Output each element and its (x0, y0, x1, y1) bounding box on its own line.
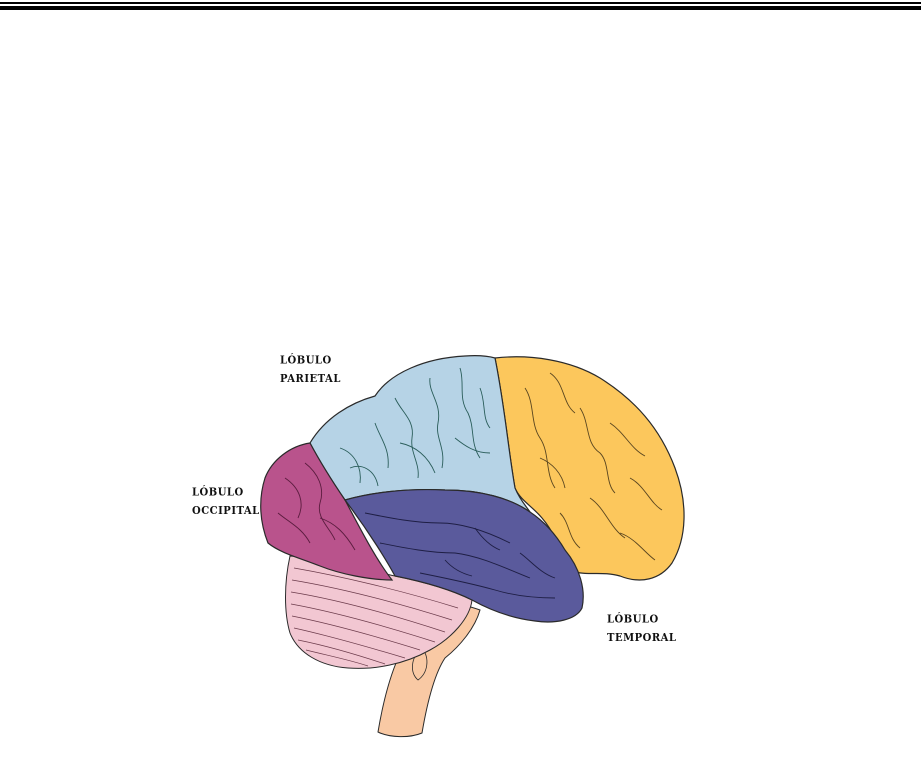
label-parietal-lobe: LÓBULO PARIETAL (280, 352, 341, 389)
label-occipital-line2: OCCIPITAL (192, 504, 260, 518)
temporal-lobe (343, 488, 584, 623)
label-occipital-lobe: LÓBULO OCCIPITAL (192, 484, 260, 521)
label-temporal-line1: LÓBULO (607, 613, 659, 626)
parietal-lobe (309, 355, 531, 513)
top-rule-thin (0, 2, 921, 4)
top-rule-thick (0, 6, 921, 10)
label-temporal-lobe: LÓBULO TEMPORAL (607, 611, 676, 648)
label-parietal-line1: LÓBULO (280, 354, 332, 367)
label-parietal-line2: PARIETAL (280, 372, 341, 386)
brain-diagram (190, 328, 720, 748)
label-temporal-line2: TEMPORAL (607, 631, 677, 645)
label-occipital-line1: LÓBULO (192, 486, 244, 499)
